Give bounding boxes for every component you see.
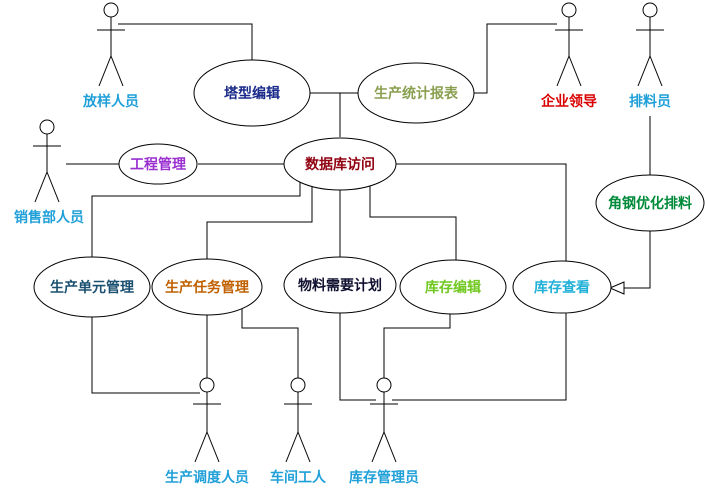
actor-dispatcher[interactable] bbox=[193, 377, 221, 463]
use-case-inventory-view-label: 库存查看 bbox=[534, 279, 590, 296]
actor-workshop-worker-label: 车间工人 bbox=[270, 469, 327, 486]
connector-inv-edit bbox=[369, 184, 457, 262]
actor-material-planner-label: 排料员 bbox=[629, 93, 671, 110]
connector-angle-view bbox=[624, 230, 651, 289]
actor-workshop-worker[interactable] bbox=[284, 377, 312, 463]
connector-layout-staff bbox=[118, 23, 253, 60]
actor-layout-staff[interactable] bbox=[97, 2, 125, 87]
use-case-inventory-edit-label: 库存编辑 bbox=[425, 279, 481, 296]
use-case-database-access[interactable]: 数据库访问 bbox=[283, 137, 397, 191]
actor-sales-staff-label: 销售部人员 bbox=[14, 209, 84, 226]
connector-leader bbox=[473, 23, 557, 94]
use-case-production-unit-mgmt-label: 生产单元管理 bbox=[50, 279, 134, 296]
use-case-inventory-view[interactable]: 库存查看 bbox=[512, 260, 612, 314]
use-case-tower-edit[interactable]: 塔型编辑 bbox=[193, 59, 311, 127]
connector-material-keeper bbox=[339, 312, 376, 401]
use-case-production-task-mgmt-label: 生产任务管理 bbox=[165, 279, 249, 296]
actor-layout-staff-label: 放样人员 bbox=[82, 93, 139, 110]
connector-task-worker bbox=[241, 308, 299, 378]
connector-task bbox=[206, 184, 313, 262]
actor-enterprise-leader[interactable] bbox=[555, 2, 583, 87]
generalization-arrowhead bbox=[608, 281, 625, 295]
use-case-engineering-mgmt-label: 工程管理 bbox=[130, 156, 186, 173]
connector-unit-dispatcher bbox=[91, 312, 200, 394]
connector-inv-edit-keeper bbox=[383, 312, 451, 378]
actor-warehouse-keeper-label: 库存管理员 bbox=[349, 469, 419, 486]
use-case-production-report-label: 生产统计报表 bbox=[374, 85, 459, 102]
actor-dispatcher-label: 生产调度人员 bbox=[165, 469, 249, 486]
use-case-production-task-mgmt[interactable]: 生产任务管理 bbox=[151, 258, 263, 316]
use-case-angle-steel-opt[interactable]: 角钢优化排料 bbox=[595, 174, 705, 232]
use-case-tower-edit-label: 塔型编辑 bbox=[224, 85, 280, 102]
use-case-production-unit-mgmt[interactable]: 生产单元管理 bbox=[33, 256, 151, 318]
connector-inv-view-keeper bbox=[392, 312, 567, 401]
use-case-angle-steel-opt-label: 角钢优化排料 bbox=[608, 195, 692, 212]
actor-material-planner[interactable] bbox=[636, 2, 664, 87]
use-case-material-plan[interactable]: 物料需要计划 bbox=[283, 256, 397, 314]
use-case-database-access-label: 数据库访问 bbox=[305, 156, 375, 173]
actor-warehouse-keeper[interactable] bbox=[370, 377, 398, 463]
use-case-inventory-edit[interactable]: 库存编辑 bbox=[399, 259, 507, 315]
connector-inventory-view bbox=[395, 163, 567, 264]
use-case-material-plan-label: 物料需要计划 bbox=[298, 277, 382, 294]
connectors bbox=[66, 23, 651, 401]
connector-unit bbox=[91, 180, 301, 262]
actor-enterprise-leader-label: 企业领导 bbox=[540, 93, 597, 110]
use-case-production-report[interactable]: 生产统计报表 bbox=[357, 62, 475, 124]
use-case-engineering-mgmt[interactable]: 工程管理 bbox=[118, 143, 198, 185]
actor-sales-staff[interactable] bbox=[33, 119, 61, 203]
